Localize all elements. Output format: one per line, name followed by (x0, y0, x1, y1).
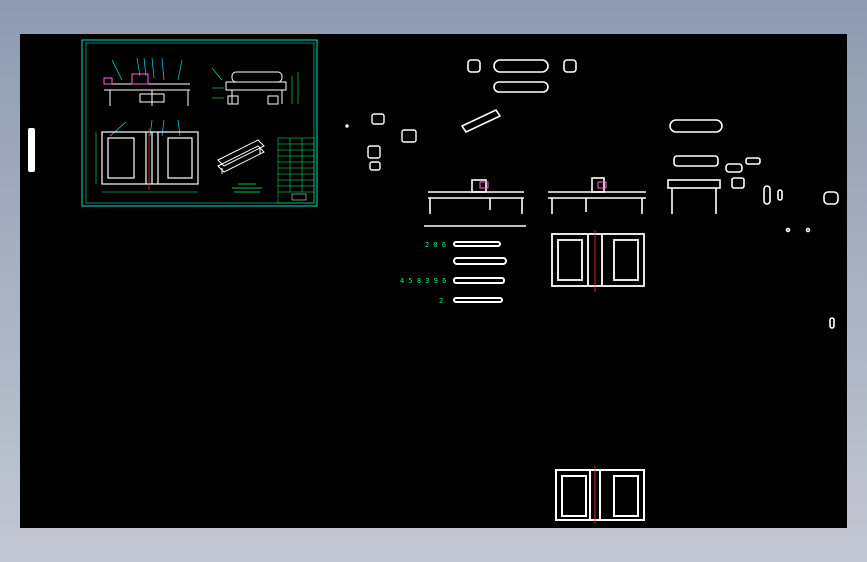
plan-outer (551, 233, 645, 287)
shaft-row-2 (453, 257, 507, 265)
sheet-plan-view (101, 131, 199, 185)
plan-view-middle[interactable] (551, 233, 645, 287)
sheet-side-view (225, 71, 287, 105)
sheet-notes (232, 183, 262, 193)
drawing-sheet[interactable] (81, 39, 318, 207)
part-hex-c (731, 177, 745, 189)
plan-left-bay (557, 239, 583, 281)
part-bracket-a (371, 113, 385, 125)
bottom-plan-right (613, 475, 639, 517)
plan-right-bay (613, 239, 639, 281)
plan-view-bottom[interactable] (555, 469, 645, 521)
shaft-label-3: 4 5 8 3 9 6 (400, 277, 446, 285)
sheet-inner-border (85, 42, 315, 204)
sheet-title-block (277, 137, 315, 204)
table-block (471, 179, 487, 193)
shaft-row-1 (453, 241, 501, 247)
frame-top-rail (673, 155, 719, 167)
table2-block (591, 177, 605, 193)
sheet-side-dimensions (211, 67, 299, 104)
part-iso-bar (460, 108, 502, 134)
part-small-dot-a (785, 227, 791, 233)
shaft-row-4 (453, 297, 503, 303)
part-bracket-d (369, 161, 381, 171)
shaft-labels: 2 0 6 4 5 8 3 9 6 2 (400, 241, 446, 305)
right-upper-assembly[interactable] (667, 155, 839, 329)
shaft-label-4: 2 (439, 297, 443, 305)
part-rail-top (493, 59, 549, 73)
front-elevation-left[interactable] (424, 179, 526, 227)
top-parts-row[interactable] (460, 59, 723, 134)
part-pin (763, 185, 771, 205)
part-hex-b (745, 157, 761, 165)
small-parts-cluster[interactable] (345, 113, 417, 171)
part-dot (345, 124, 349, 128)
part-small-dot-b (805, 227, 811, 233)
drawing-canvas[interactable]: 2 0 6 4 5 8 3 9 6 2 (20, 34, 847, 528)
part-bracket-b (401, 129, 417, 143)
part-pin-2 (777, 189, 783, 201)
vertical-scroll-handle-icon[interactable] (28, 128, 35, 172)
part-clip-left (467, 59, 481, 73)
bottom-plan-left (561, 475, 587, 517)
sheet-border (81, 39, 318, 207)
sheet-front-view (103, 73, 190, 106)
part-rail-mid (493, 81, 549, 93)
sheet-plan-dimensions (95, 132, 198, 193)
part-knob (823, 191, 839, 205)
sheet-leaders (109, 57, 183, 137)
drawing-svg: 2 0 6 4 5 8 3 9 6 2 (81, 39, 839, 524)
front-elevation-right[interactable] (548, 177, 646, 214)
shaft-rows[interactable] (453, 241, 507, 303)
elevation-highlights (479, 181, 607, 189)
shaft-row-3 (453, 277, 505, 284)
frame-top-rail-2 (667, 179, 721, 189)
part-bracket-c (367, 145, 381, 159)
sheet-isometric-view (217, 139, 265, 174)
part-hex-a (725, 163, 743, 173)
part-far-right (829, 317, 835, 329)
shaft-label-1: 2 0 6 (425, 241, 446, 249)
part-clip-right (563, 59, 577, 73)
part-roller (669, 119, 723, 133)
plan-centerlines (594, 230, 596, 292)
